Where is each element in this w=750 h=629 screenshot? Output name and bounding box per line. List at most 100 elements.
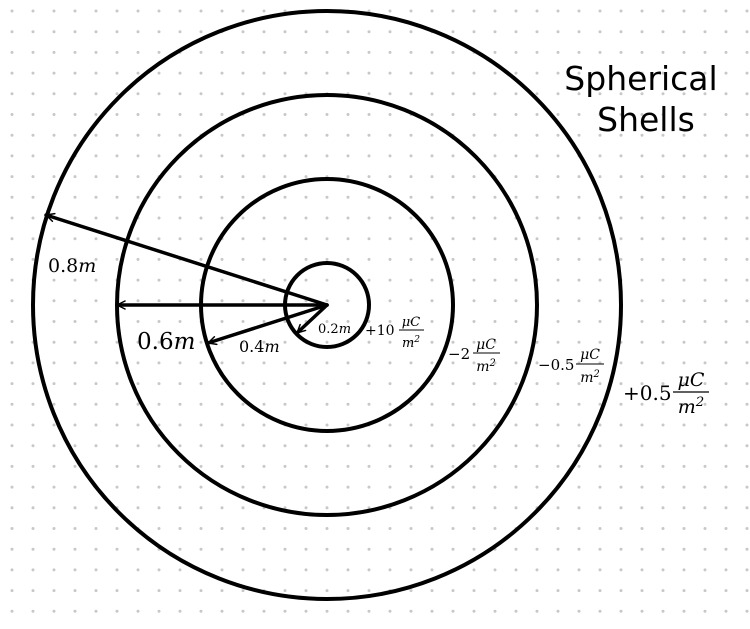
grid-dot [325,402,329,406]
grid-dot [199,257,203,261]
grid-dot [157,299,161,303]
grid-dot [346,361,350,365]
grid-dot [304,423,308,427]
grid-dot [451,506,455,510]
grid-dot [598,320,602,323]
charge-coef: −0.5 [538,356,574,374]
grid-dot [115,175,119,179]
grid-dot [598,423,602,427]
grid-dot [52,340,56,344]
grid-dot [346,589,350,593]
grid-dot [661,257,665,261]
grid-dot [430,320,434,323]
grid-dot [346,568,350,572]
grid-dot [220,444,224,448]
grid-dot [451,216,455,220]
grid-dot [682,568,686,572]
grid-dot [514,506,518,510]
grid-dot [304,113,308,116]
grid-dot [346,30,350,34]
grid-dot [493,361,497,365]
grid-dot [682,299,686,303]
grid-dot [556,568,560,572]
grid-dot [598,299,602,303]
grid-dot [94,278,98,282]
grid-dot [451,71,455,75]
grid-dot [430,175,434,179]
grid-dot [409,133,413,137]
grid-dot [283,133,287,137]
grid-dot [493,195,497,199]
grid-dot [598,71,602,75]
grid-dot [598,444,602,448]
grid-dot [178,30,182,34]
grid-dot [703,71,707,75]
grid-dot [619,464,623,468]
grid-dot [577,444,581,448]
grid-dot [451,154,455,158]
grid-dot [94,50,98,54]
grid-dot [325,237,329,241]
grid-dot [157,154,161,158]
grid-dot [724,547,728,551]
grid-dot [556,609,560,613]
charge-label-shell-4: +0.5 μC m2 [623,369,709,418]
grid-dot [619,568,623,572]
grid-dot [409,444,413,448]
grid-dot [682,547,686,551]
grid-dot [346,154,350,158]
grid-dot [262,237,266,241]
grid-dot [493,154,497,158]
grid-dot [136,402,140,406]
grid-dot [598,589,602,593]
grid-dot [703,609,707,613]
grid-dot [619,547,623,551]
grid-dot [115,485,119,489]
grid-dot [577,278,581,282]
grid-dot [598,133,602,137]
grid-dot [136,361,140,365]
grid-dot [10,589,14,593]
grid-dot [73,444,77,448]
grid-dot [619,402,623,406]
grid-dot [136,92,140,96]
grid-dot [262,50,266,54]
grid-dot [430,50,434,54]
grid-dot [640,71,644,75]
grid-dot [136,609,140,613]
grid-dot [472,423,476,427]
grid-dot [493,444,497,448]
grid-dot [493,30,497,34]
grid-dot [10,278,14,282]
grid-dot [10,609,14,613]
grid-dot [598,340,602,344]
diagram-title-line-2: Shells [597,100,695,139]
grid-dot [136,299,140,303]
grid-dot [430,464,434,468]
grid-dot [346,71,350,75]
grid-dot [430,257,434,261]
grid-dot [262,382,266,386]
grid-dot [136,464,140,468]
grid-dot [241,257,245,261]
grid-dot [535,92,539,96]
grid-dot [619,485,623,489]
grid-dot [535,485,539,489]
grid-dot [724,113,728,116]
grid-dot [661,589,665,593]
grid-dot [220,133,224,137]
grid-dot [115,568,119,572]
grid-dot [472,568,476,572]
grid-dot [346,402,350,406]
grid-dot [10,547,14,551]
grid-dot [451,361,455,365]
grid-dot [745,568,749,572]
grid-dot [745,589,749,593]
grid-dot [304,464,308,468]
grid-dot [220,382,224,386]
grid-dot [178,527,182,530]
grid-dot [52,464,56,468]
grid-dot [178,9,182,13]
grid-dot [430,92,434,96]
grid-dot [535,547,539,551]
